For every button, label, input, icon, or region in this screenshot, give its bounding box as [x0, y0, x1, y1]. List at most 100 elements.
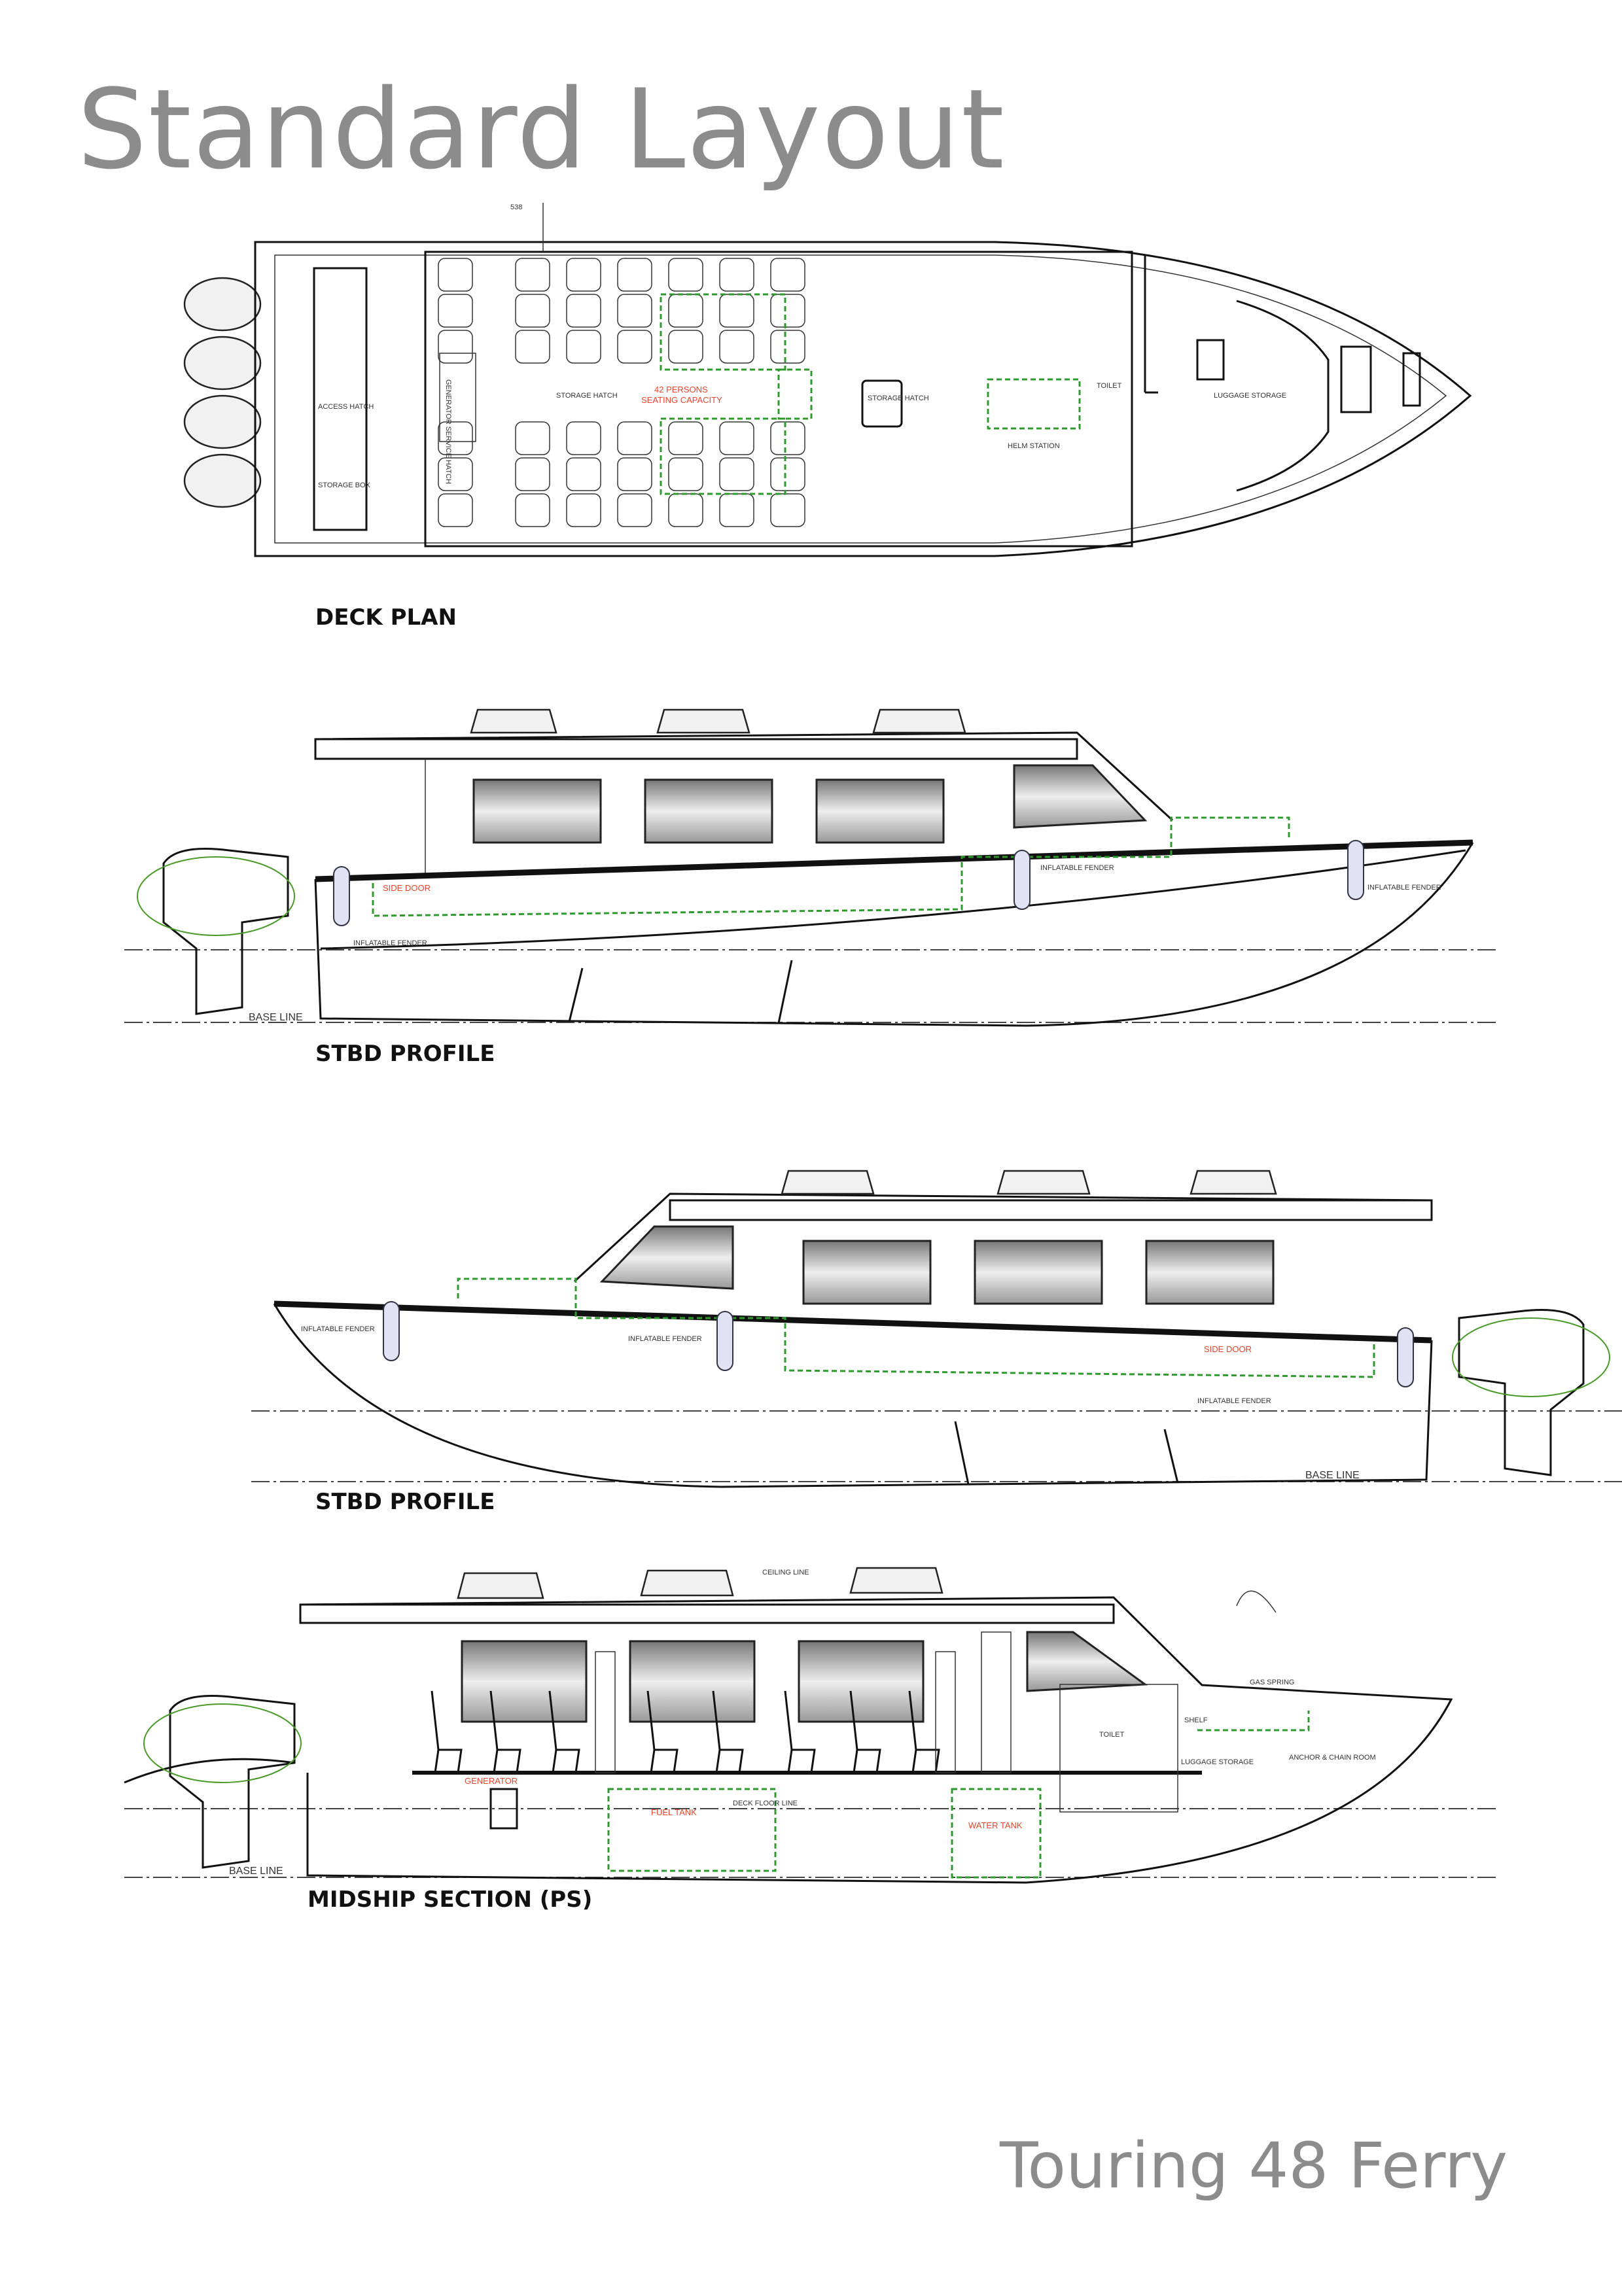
midship-section-drawing: CEILING LINE GAS SPRING SHELF TOILET LUG…: [124, 1567, 1498, 1913]
outboard-engines: [183, 277, 262, 508]
deck-plan-drawing: 538 GENERATOR SERVICE HATCH STORAGE HATC…: [183, 203, 1472, 631]
seat: [770, 421, 805, 455]
capacity-label-2: SEATING CAPACITY: [641, 395, 722, 405]
transom-box: [313, 267, 368, 531]
side-door-label: SIDE DOOR: [383, 883, 431, 893]
seat: [566, 330, 601, 364]
capacity-label: 42 PERSONS: [654, 385, 708, 394]
dimension-label: 538: [510, 203, 522, 211]
shelf-label: SHELF: [1184, 1716, 1208, 1724]
ceiling-line-label: CEILING LINE: [762, 1569, 809, 1576]
seat-grid: [438, 258, 805, 527]
seat: [719, 294, 754, 328]
section-hull: [124, 1567, 1498, 1884]
luggage-storage-label: LUGGAGE STORAGE: [1214, 392, 1286, 400]
seat: [566, 421, 601, 455]
storage-box-label: STORAGE BOX: [318, 481, 371, 489]
outboard-engine: [169, 1695, 296, 1869]
base-line-label: BASE LINE: [229, 1866, 283, 1877]
passenger-seat: [784, 1690, 816, 1773]
seat: [515, 294, 550, 328]
standing-person: [935, 1651, 956, 1773]
seat: [770, 457, 805, 491]
seat: [770, 330, 805, 364]
generator-hatch-label: GENERATOR SERVICE HATCH: [444, 379, 452, 484]
seat: [438, 294, 473, 328]
passenger-seats: [431, 1690, 940, 1773]
seat: [770, 258, 805, 292]
seat: [438, 330, 473, 364]
seat: [668, 258, 703, 292]
seat: [617, 294, 652, 328]
seat: [566, 457, 601, 491]
seat: [668, 330, 703, 364]
passenger-seat: [712, 1690, 744, 1773]
seat: [770, 493, 805, 527]
toilet-label: TOILET: [1099, 1731, 1125, 1739]
gas-spring-label: GAS SPRING: [1250, 1679, 1294, 1686]
fuel-tank-label: FUEL TANK: [651, 1807, 697, 1817]
passenger-seat: [908, 1690, 940, 1773]
fender-label: INFLATABLE FENDER: [1367, 884, 1441, 892]
fender-label: INFLATABLE FENDER: [353, 939, 427, 947]
base-line-label: BASE LINE: [1305, 1470, 1360, 1481]
seat: [617, 330, 652, 364]
seat: [515, 421, 550, 455]
seat: [719, 421, 754, 455]
fender-label: INFLATABLE FENDER: [1040, 864, 1114, 872]
hull-outline: [254, 241, 1472, 557]
profile-caption-2: STBD PROFILE: [315, 1489, 495, 1515]
fender-label: INFLATABLE FENDER: [1197, 1397, 1271, 1405]
passenger-seat: [646, 1690, 679, 1773]
seat: [438, 457, 473, 491]
standing-person: [595, 1651, 616, 1773]
seat: [617, 493, 652, 527]
storage-hatch-label: STORAGE HATCH: [556, 392, 618, 400]
seat: [438, 421, 473, 455]
passenger-seat: [849, 1690, 881, 1773]
seat: [438, 493, 473, 527]
seat: [617, 421, 652, 455]
profile-caption: STBD PROFILE: [315, 1041, 495, 1067]
passenger-seat: [548, 1690, 580, 1773]
seat: [668, 421, 703, 455]
helm-station-label: HELM STATION: [1008, 442, 1060, 450]
seat: [515, 493, 550, 527]
page-title: Standard Layout: [77, 65, 1006, 194]
seat: [617, 258, 652, 292]
deck-plan-caption: DECK PLAN: [315, 604, 457, 631]
seat: [719, 258, 754, 292]
seat: [438, 258, 473, 292]
fender-label: INFLATABLE FENDER: [301, 1325, 375, 1333]
seat: [515, 258, 550, 292]
seat: [719, 493, 754, 527]
generator-label: GENERATOR: [465, 1776, 518, 1786]
stbd-profile-drawing-2: SIDE DOOR INFLATABLE FENDER INFLATABLE F…: [249, 1170, 1622, 1515]
anchor-room-label: ANCHOR & CHAIN ROOM: [1289, 1754, 1376, 1762]
seat: [668, 457, 703, 491]
fender-label: INFLATABLE FENDER: [628, 1335, 702, 1343]
outboard-engine: [162, 848, 289, 1015]
stbd-profile-drawing-1: SIDE DOOR INFLATABLE FENDER INFLATABLE F…: [124, 708, 1498, 1067]
seat: [515, 457, 550, 491]
seat: [566, 493, 601, 527]
seat: [719, 330, 754, 364]
luggage-storage-label: LUGGAGE STORAGE: [1181, 1758, 1254, 1766]
section-caption: MIDSHIP SECTION (PS): [308, 1887, 592, 1913]
side-door-label: SIDE DOOR: [1204, 1344, 1252, 1354]
profile-hull: [124, 708, 1498, 1027]
toilet-label: TOILET: [1097, 382, 1122, 390]
seat: [617, 457, 652, 491]
seat: [566, 258, 601, 292]
seat: [668, 294, 703, 328]
profile-hull-mirrored: [249, 1170, 1622, 1488]
storage-hatch-label-2: STORAGE HATCH: [868, 394, 929, 402]
seat: [668, 493, 703, 527]
seat: [515, 330, 550, 364]
water-tank-label: WATER TANK: [968, 1820, 1023, 1830]
seat: [566, 294, 601, 328]
access-hatch-label: ACCESS HATCH: [318, 403, 374, 411]
seat: [770, 294, 805, 328]
passenger-seat: [489, 1690, 521, 1773]
base-line-label: BASE LINE: [249, 1012, 303, 1023]
